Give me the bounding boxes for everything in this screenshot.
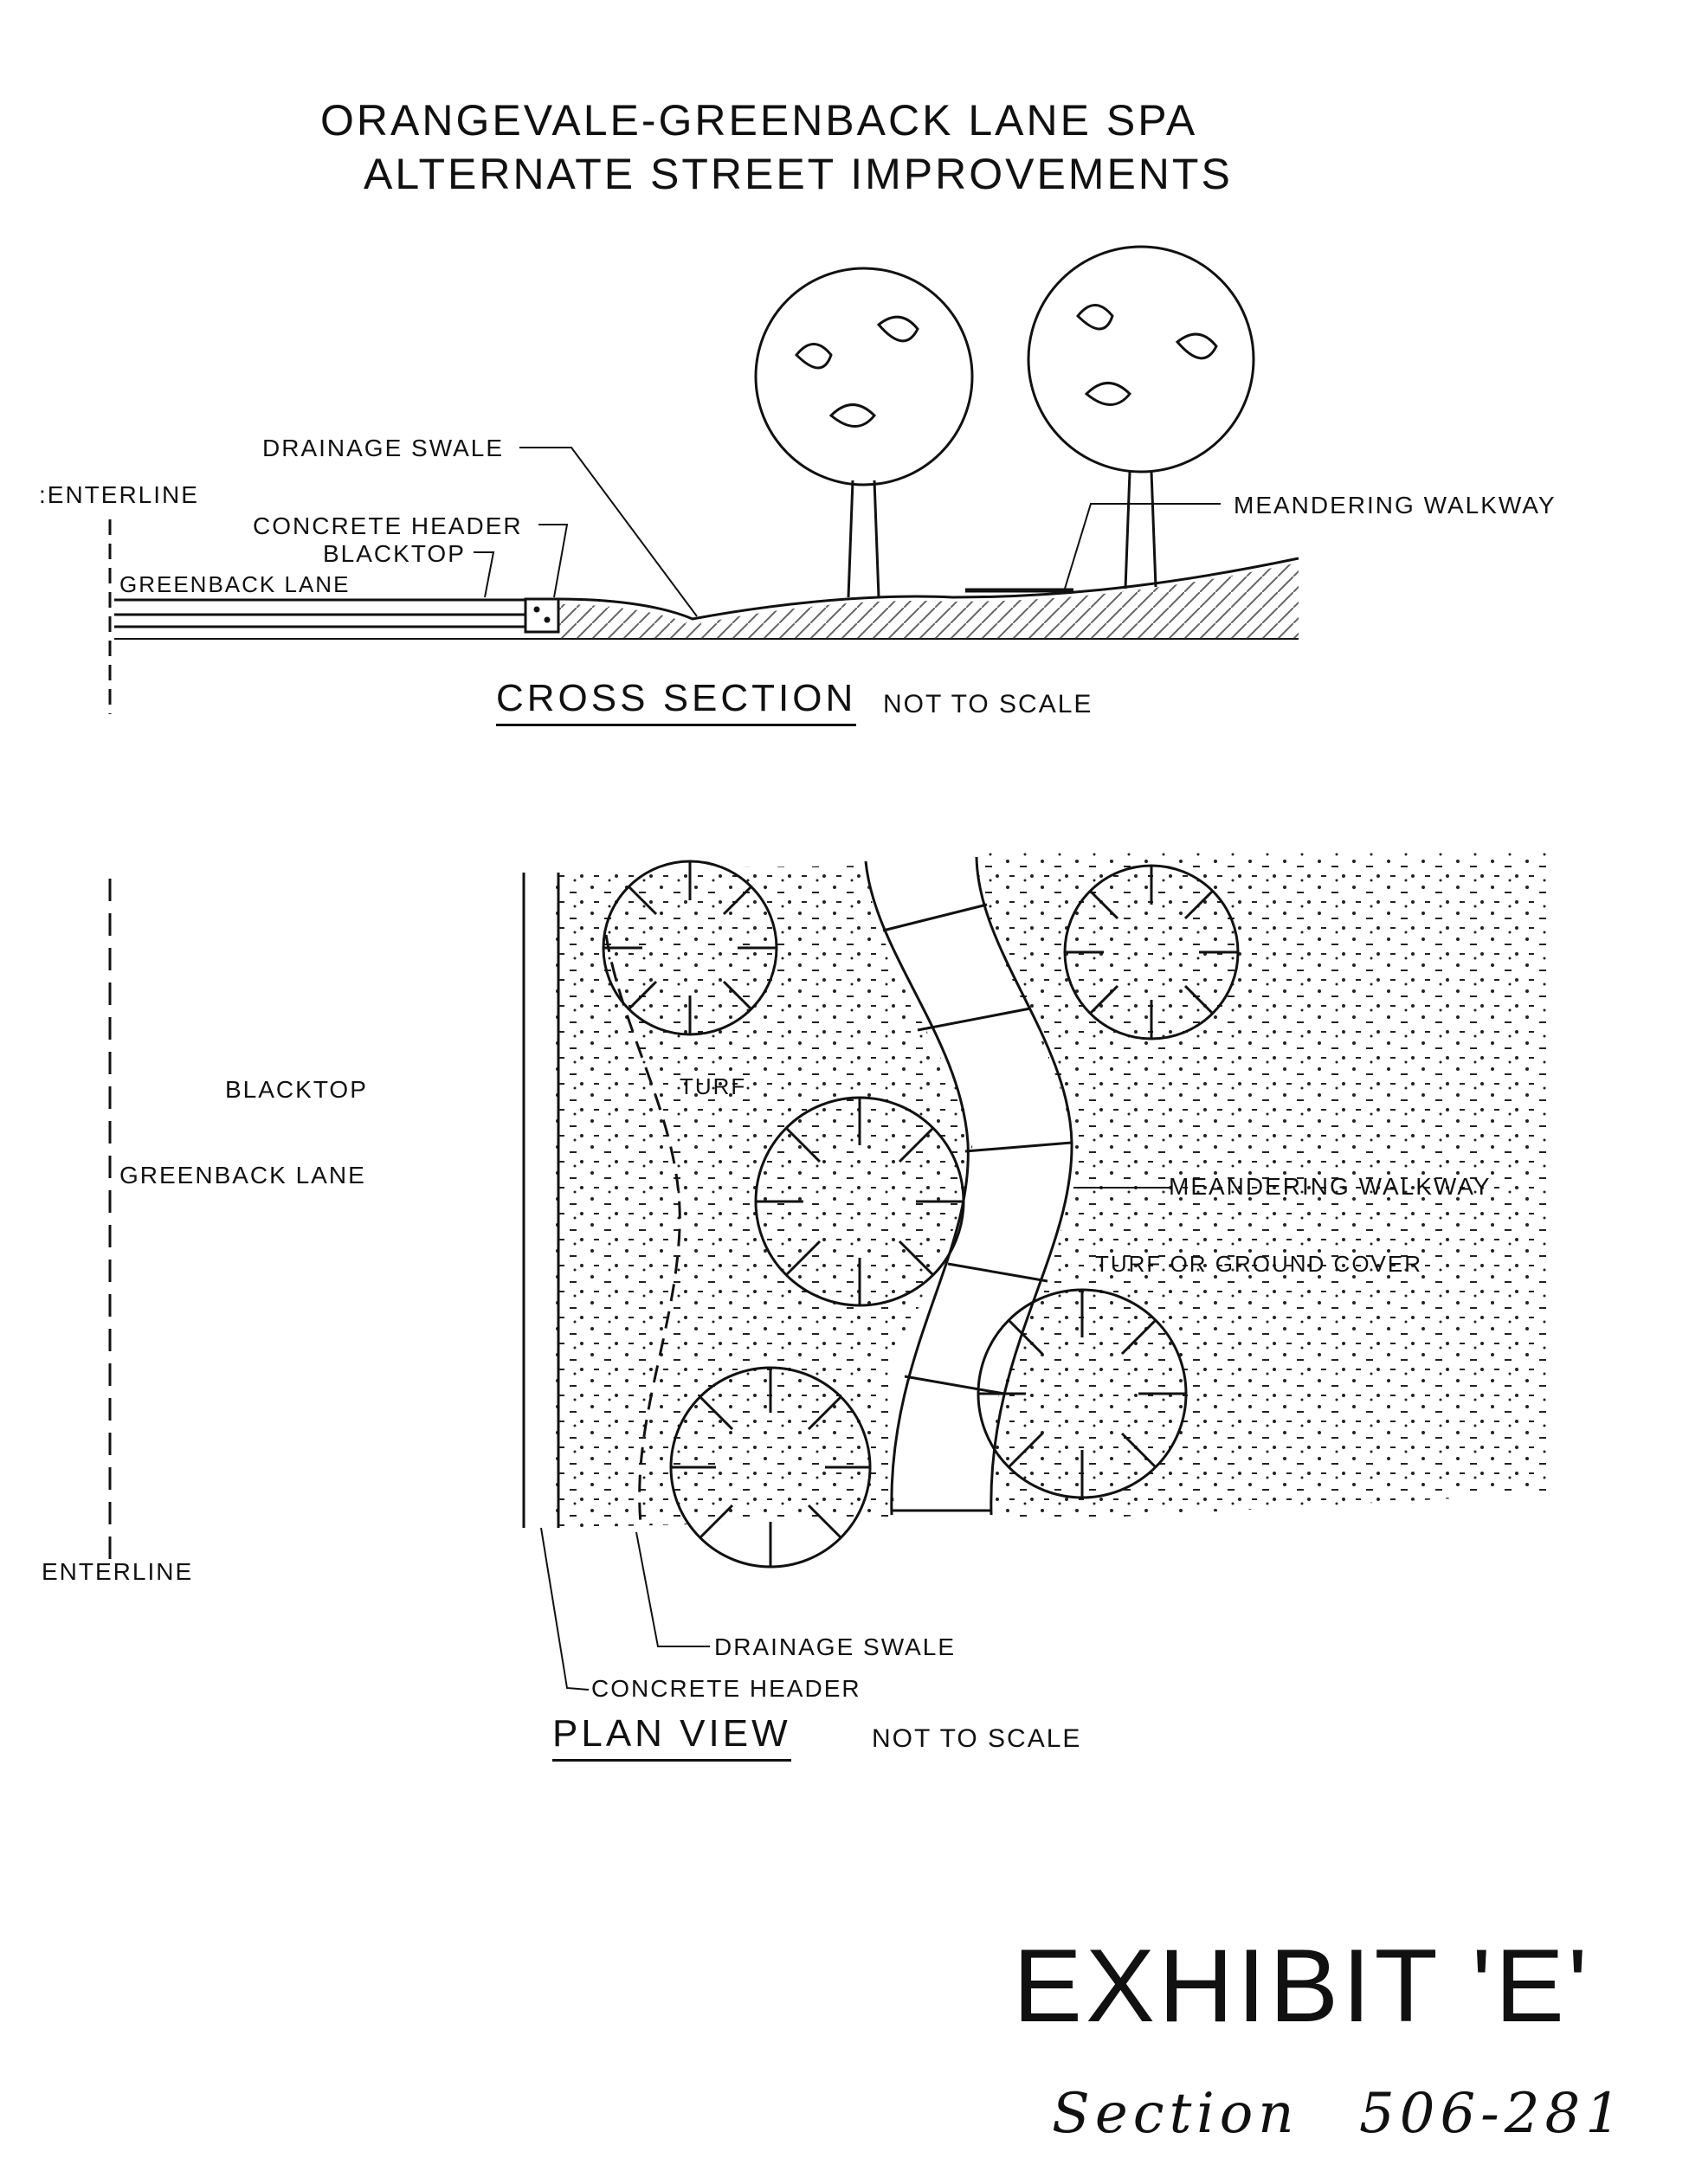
cross-section-label-concrete-header: CONCRETE HEADER <box>253 512 523 539</box>
plan-label-blacktop: BLACKTOP <box>225 1076 368 1103</box>
page-title-line-1: ORANGEVALE-GREENBACK LANE SPA <box>320 96 1198 145</box>
plan-label-meandering-walkway: MEANDERING WALKWAY <box>1169 1173 1492 1200</box>
plan-tree-4 <box>977 1288 1188 1499</box>
cross-section-label-drainage-swale: DRAINAGE SWALE <box>262 435 505 461</box>
cross-section-label-blacktop: BLACKTOP <box>323 540 466 567</box>
plan-label-drainage-swale: DRAINAGE SWALE <box>714 1633 957 1660</box>
handwritten-section-label: Section <box>1052 2082 1299 2146</box>
plan-tree-3 <box>754 1096 965 1307</box>
cross-section-label-greenback-lane: GREENBACK LANE <box>119 571 351 597</box>
page-title-line-2: ALTERNATE STREET IMPROVEMENTS <box>364 150 1233 198</box>
cross-section-label-centerline: :ENTERLINE <box>39 481 199 508</box>
handwritten-section-number: 506-281 <box>1359 2082 1626 2146</box>
plan-view-heading: PLAN VIEW <box>552 1712 791 1762</box>
plan-label-centerline: ENTERLINE <box>42 1558 194 1585</box>
cross-section-label-meandering-walkway: MEANDERING WALKWAY <box>1234 492 1557 519</box>
cross-section-heading: CROSS SECTION <box>496 677 857 726</box>
cross-section-tree-2 <box>1027 245 1255 589</box>
plan-label-concrete-header: CONCRETE HEADER <box>591 1675 861 1702</box>
plan-label-turf-or-ground-cover: TURF OR GROUND COVER <box>1095 1251 1422 1277</box>
plan-tree-1 <box>602 860 778 1036</box>
plan-view-drawing <box>108 853 1550 1691</box>
plan-tree-5 <box>669 1366 872 1569</box>
cross-section-tree-1 <box>754 267 974 598</box>
cross-section-drawing <box>108 245 1299 714</box>
plan-label-greenback-lane: GREENBACK LANE <box>119 1162 366 1189</box>
plan-tree-2 <box>1063 864 1240 1040</box>
plan-view-scale-note: NOT TO SCALE <box>872 1724 1082 1753</box>
exhibit-title: EXHIBIT 'E' <box>1013 1928 1591 2044</box>
cross-section-scale-note: NOT TO SCALE <box>883 690 1093 718</box>
plan-label-turf: TURF <box>680 1073 747 1099</box>
